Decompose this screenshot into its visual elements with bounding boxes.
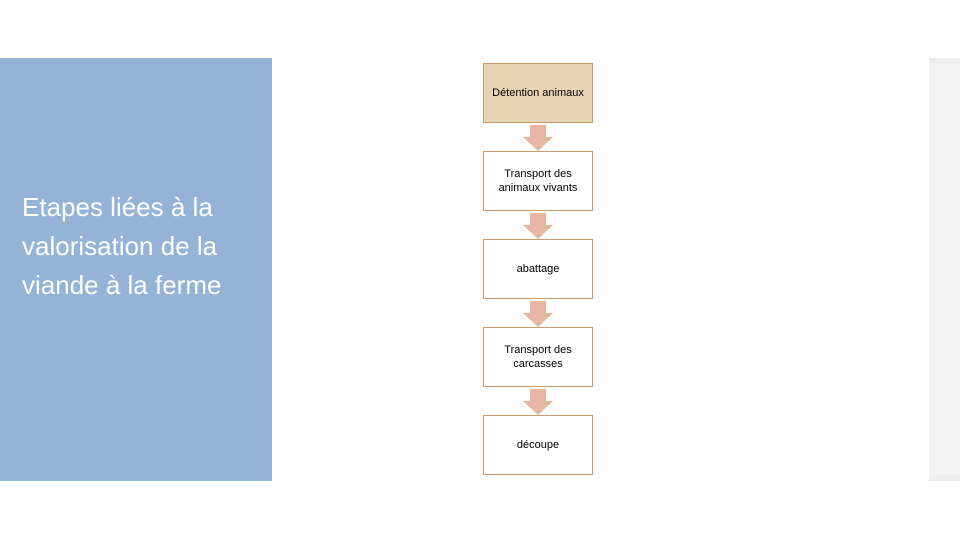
page-title: Etapes liées à la valorisation de la via… xyxy=(22,192,225,300)
down-arrow-icon xyxy=(523,301,553,327)
flow-node-transport-animaux-vivants[interactable]: Transport des animaux vivants xyxy=(483,151,593,211)
arrow-head xyxy=(523,137,553,151)
flow-node-decoupe[interactable]: découpe xyxy=(483,415,593,475)
flow-node-transport-carcasses[interactable]: Transport des carcasses xyxy=(483,327,593,387)
arrow-shaft xyxy=(530,301,546,314)
arrow-head xyxy=(523,401,553,415)
right-strip-bottom xyxy=(929,475,960,481)
flow-node-label: abattage xyxy=(516,263,560,275)
flow-node-label: Transport des carcasses xyxy=(504,344,572,370)
flow-node-detention-animaux[interactable]: Détention animaux xyxy=(483,63,593,123)
arrow-head xyxy=(523,225,553,239)
down-arrow-icon xyxy=(523,389,553,415)
arrow-shaft xyxy=(530,213,546,226)
arrow-head xyxy=(523,313,553,327)
down-arrow-icon xyxy=(523,213,553,239)
right-strip-body xyxy=(929,63,960,475)
flow-node-label: découpe xyxy=(516,439,560,451)
flow-node-abattage[interactable]: abattage xyxy=(483,239,593,299)
arrow-shaft xyxy=(530,125,546,138)
right-strip-top xyxy=(929,58,960,63)
left-blue-panel xyxy=(0,58,272,481)
flow-node-label: Détention animaux xyxy=(492,87,584,99)
arrow-shaft xyxy=(530,389,546,402)
down-arrow-icon xyxy=(523,125,553,151)
flow-node-label: Transport des animaux vivants xyxy=(498,168,578,194)
